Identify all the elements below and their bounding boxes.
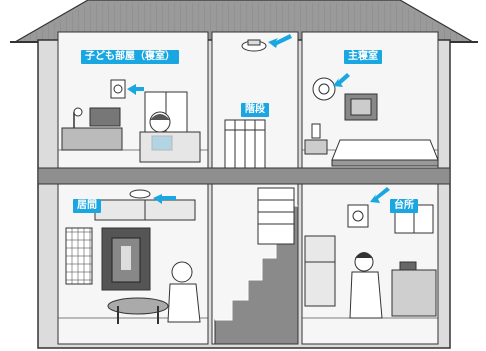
smoke-detector-icon [111, 80, 125, 98]
smoke-detector-icon [130, 190, 150, 198]
smoke-detector-icon [348, 205, 368, 227]
smoke-detector-icon [313, 78, 335, 100]
kitchen-label: 台所 [390, 199, 418, 213]
stairs-label: 階段 [241, 103, 269, 117]
master-bedroom-label: 主寝室 [344, 50, 382, 64]
living-room-label: 居間 [73, 199, 101, 213]
child-room-label: 子ども部屋（寝室） [81, 50, 179, 64]
